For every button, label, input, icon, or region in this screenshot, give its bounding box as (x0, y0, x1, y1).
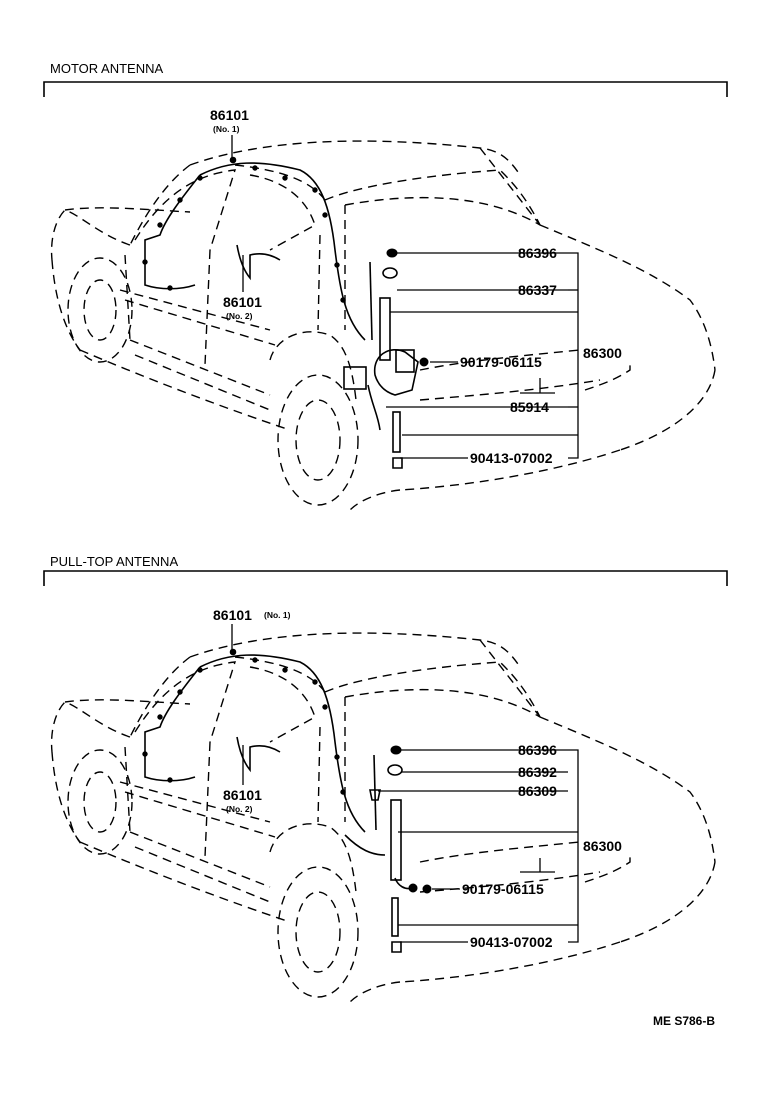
label-86300: 86300 (583, 838, 622, 854)
label-note: (No. 2) (226, 804, 253, 814)
pull-top-antenna-assembly (344, 745, 432, 953)
label-86300: 86300 (583, 345, 622, 361)
label-86101-no1: 86101 (210, 107, 249, 123)
car-outline (50, 140, 716, 511)
label-86396: 86396 (518, 245, 557, 261)
label-90413-07002: 90413-07002 (470, 450, 553, 466)
label-90179-06115: 90179-06115 (460, 354, 542, 370)
section-motor-antenna: MOTOR ANTENNA (43, 61, 728, 511)
label-86101-no2: 86101 (223, 787, 262, 803)
car-outline (50, 632, 716, 1003)
label-note: (No. 2) (226, 311, 253, 321)
section-title: PULL-TOP ANTENNA (50, 554, 178, 569)
section-bracket (43, 81, 728, 97)
label-86309: 86309 (518, 783, 557, 799)
motor-antenna-assembly (343, 248, 429, 469)
callout-leaders (231, 624, 579, 943)
antenna-cable (142, 156, 366, 341)
section-pull-top-antenna: PULL-TOP ANTENNA (43, 554, 728, 1003)
section-title: MOTOR ANTENNA (50, 61, 163, 76)
reference-code: ME S786-B (653, 1014, 715, 1028)
label-86392: 86392 (518, 764, 557, 780)
label-90179-06115: 90179-06115 (462, 881, 544, 897)
label-note: (No. 1) (213, 124, 240, 134)
label-86337: 86337 (518, 282, 557, 298)
label-note: (No. 1) (264, 610, 291, 620)
callout-leaders (231, 135, 579, 459)
antenna-cable (142, 648, 366, 833)
label-86101-no1: 86101 (213, 607, 252, 623)
label-90413-07002: 90413-07002 (470, 934, 553, 950)
section-bracket (43, 570, 728, 586)
label-86101-no2: 86101 (223, 294, 262, 310)
label-85914: 85914 (510, 399, 549, 415)
label-86396: 86396 (518, 742, 557, 758)
